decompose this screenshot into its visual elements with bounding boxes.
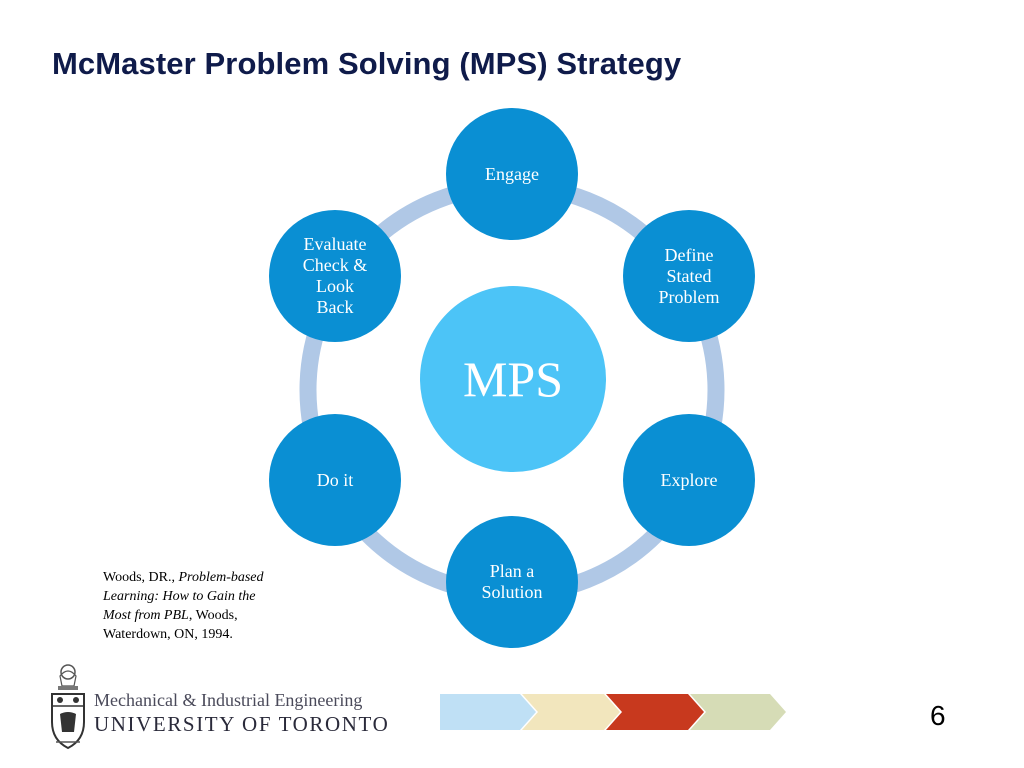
chevron-2 bbox=[522, 694, 620, 730]
step-label-line: Back bbox=[316, 297, 354, 317]
slide-title: McMaster Problem Solving (MPS) Strategy bbox=[52, 46, 682, 81]
center-mps-circle: MPS bbox=[420, 286, 606, 472]
chevron-3 bbox=[606, 694, 704, 730]
reference-title: Problem-based Learning: How to Gain the … bbox=[103, 570, 264, 623]
university-logo: Mechanical & Industrial Engineering UNIV… bbox=[46, 662, 426, 752]
step-label-line: Explore bbox=[660, 469, 718, 490]
crest-icon bbox=[51, 664, 85, 750]
step-explore: Explore bbox=[623, 414, 755, 546]
step-label-line: Do it bbox=[316, 469, 354, 490]
step-do-it: Do it bbox=[269, 414, 401, 546]
step-label-line: Plan a bbox=[489, 561, 535, 581]
chevron-1 bbox=[440, 694, 536, 730]
step-label-line: Engage bbox=[485, 163, 539, 184]
step-label-line: Problem bbox=[658, 286, 720, 307]
step-label-line: Check & bbox=[302, 255, 368, 275]
university-name: UNIVERSITY OF TORONTO bbox=[94, 712, 390, 736]
center-label: MPS bbox=[462, 351, 564, 407]
reference-author: Woods, DR., bbox=[103, 570, 175, 585]
step-label-line: Solution bbox=[481, 582, 543, 602]
reference-rest: , Woods, Waterdown, ON, 1994. bbox=[103, 608, 238, 642]
step-label-line: Evaluate bbox=[303, 234, 367, 254]
step-label-line: Define bbox=[664, 244, 714, 265]
step-label-line: Stated bbox=[666, 265, 712, 286]
step-label-line: Look bbox=[316, 276, 354, 296]
decorative-chevrons bbox=[440, 694, 786, 730]
chevron-4 bbox=[690, 694, 786, 730]
department-name: Mechanical & Industrial Engineering bbox=[94, 690, 363, 710]
page-number: 6 bbox=[930, 700, 946, 731]
step-engage: Engage bbox=[446, 108, 578, 240]
reference-citation: Woods, DR., Problem-based Learning: How … bbox=[103, 568, 273, 644]
